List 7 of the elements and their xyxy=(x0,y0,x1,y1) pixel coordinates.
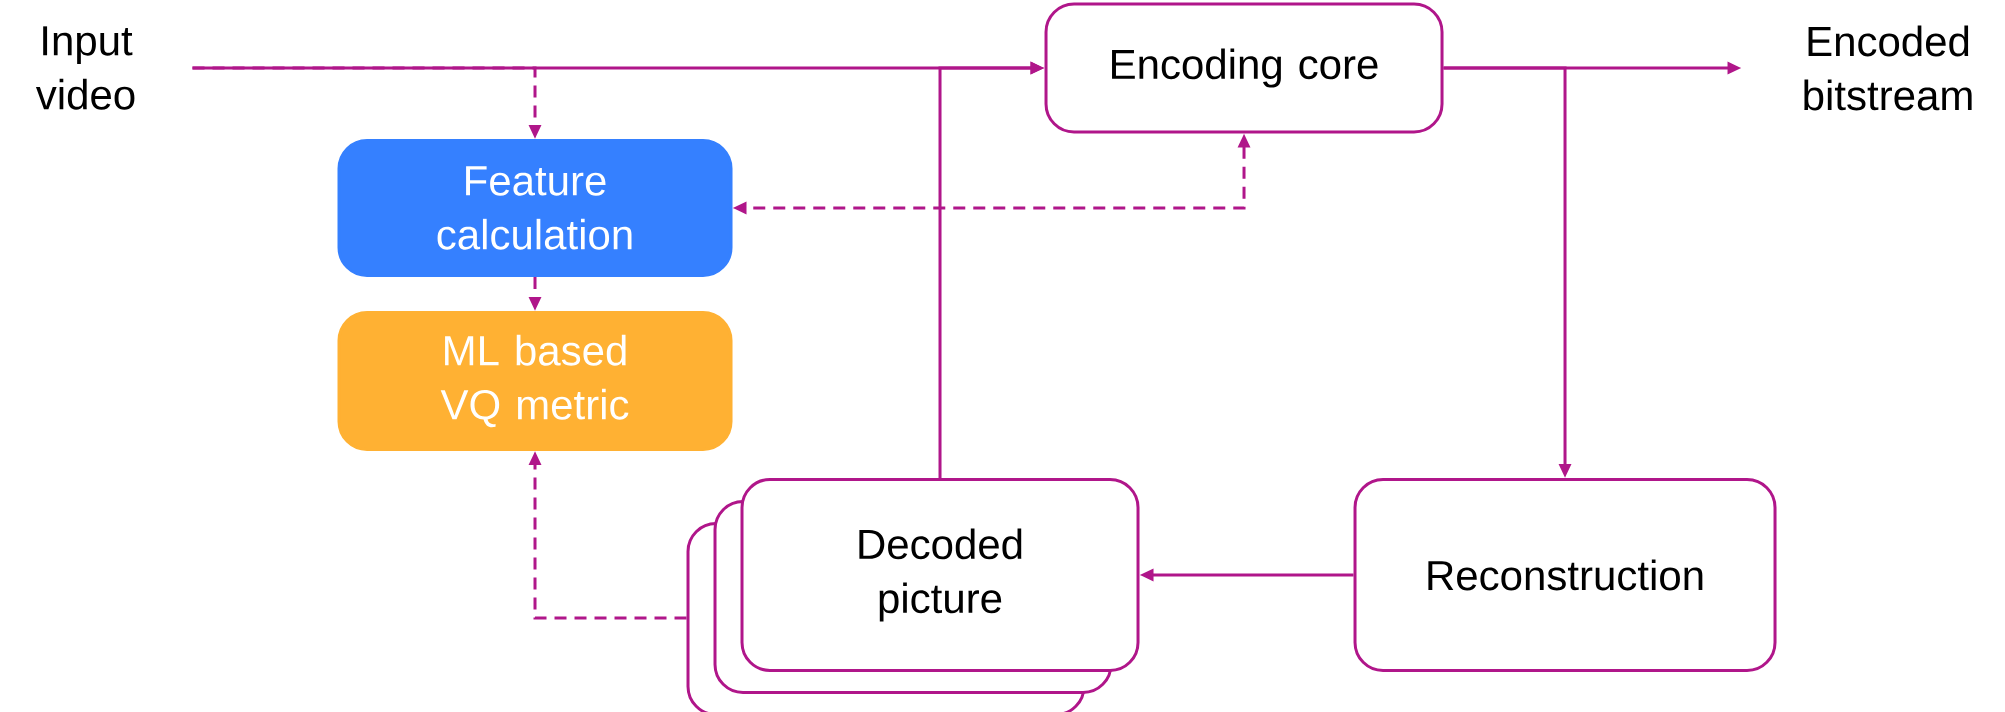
process-box: Feature calculation xyxy=(337,139,733,277)
label-text: Input video xyxy=(35,26,135,110)
process-box: Reconstruction xyxy=(1353,478,1777,672)
process-box: ML based VQ metric xyxy=(337,311,733,451)
process-box: Encoding core xyxy=(1044,2,1444,134)
stacked-box: Decoded picture xyxy=(686,478,1140,712)
label-text: Encoded bitstream xyxy=(1804,25,1972,111)
